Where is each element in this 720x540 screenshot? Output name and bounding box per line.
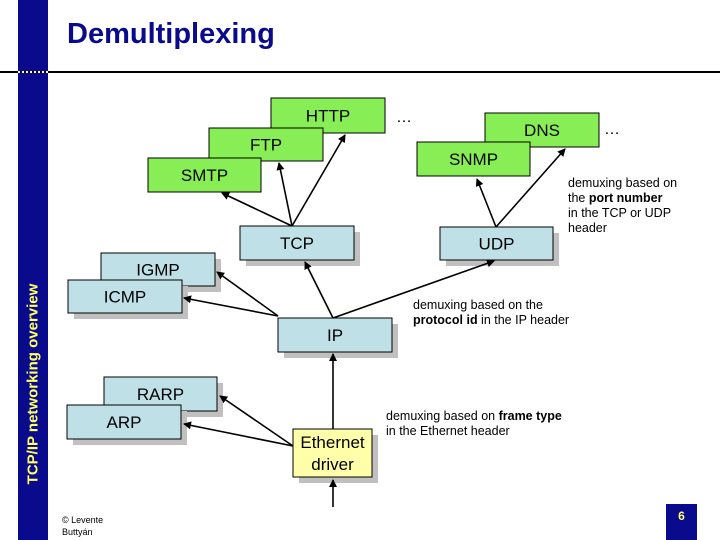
node-ftp: FTP <box>208 127 324 162</box>
node-eth: Ethernet driver <box>292 428 378 483</box>
node-tcp: TCP <box>239 225 360 266</box>
arrow <box>332 259 495 319</box>
arrow <box>495 148 566 228</box>
node-box <box>292 428 373 478</box>
node-label: ARP <box>107 413 142 432</box>
node-label: FTP <box>250 136 282 155</box>
node-box <box>208 127 324 162</box>
arrow <box>304 261 334 319</box>
node-box <box>67 279 183 314</box>
node-label: RARP <box>137 385 184 404</box>
node-label: IP <box>327 326 343 345</box>
node-label: SMTP <box>181 166 228 185</box>
node-label: driver <box>311 455 354 474</box>
divider-dots <box>18 71 48 73</box>
arrow <box>291 134 346 227</box>
node-box <box>416 141 531 177</box>
node-label: DNS <box>524 121 560 140</box>
node-icmp: ICMP <box>67 279 188 319</box>
node-box <box>66 404 182 440</box>
arrow <box>475 178 497 228</box>
page-title: Demultiplexing <box>67 18 275 50</box>
node-arp: ARP <box>66 404 187 445</box>
node-http: HTTP <box>270 97 386 134</box>
arrow <box>216 271 279 317</box>
node-udp: UDP <box>439 226 559 266</box>
ellipsis-udp: … <box>604 121 620 138</box>
arrow <box>276 162 293 227</box>
page-number: 6 <box>666 504 697 540</box>
note-frame-type: demuxing based on frame type in the Ethe… <box>386 409 562 438</box>
node-box <box>239 225 355 261</box>
arrow <box>183 295 279 317</box>
node-snmp: SNMP <box>416 141 531 177</box>
note-port-number: demuxing based on the port number in the… <box>568 176 678 235</box>
node-label: ICMP <box>104 288 147 307</box>
node-label: SNMP <box>449 150 498 169</box>
node-box <box>270 97 386 134</box>
note-protocol-id: demuxing based on the protocol id in the… <box>413 298 570 327</box>
node-box <box>147 157 262 193</box>
sidebar-bar <box>18 0 48 540</box>
node-label: Ethernet <box>300 433 365 452</box>
node-label: IGMP <box>136 261 179 280</box>
arrow <box>221 192 293 227</box>
ellipsis-tcp: … <box>396 109 412 126</box>
node-dns: DNS <box>484 112 600 148</box>
node-label: UDP <box>479 235 515 254</box>
node-box <box>277 317 393 353</box>
arrow <box>219 395 294 447</box>
node-ip: IP <box>277 317 398 358</box>
node-box <box>484 112 600 148</box>
node-label: TCP <box>280 234 314 253</box>
title-divider <box>0 71 720 73</box>
node-label: HTTP <box>306 107 350 126</box>
arrow <box>183 421 294 447</box>
node-smtp: SMTP <box>147 157 262 193</box>
